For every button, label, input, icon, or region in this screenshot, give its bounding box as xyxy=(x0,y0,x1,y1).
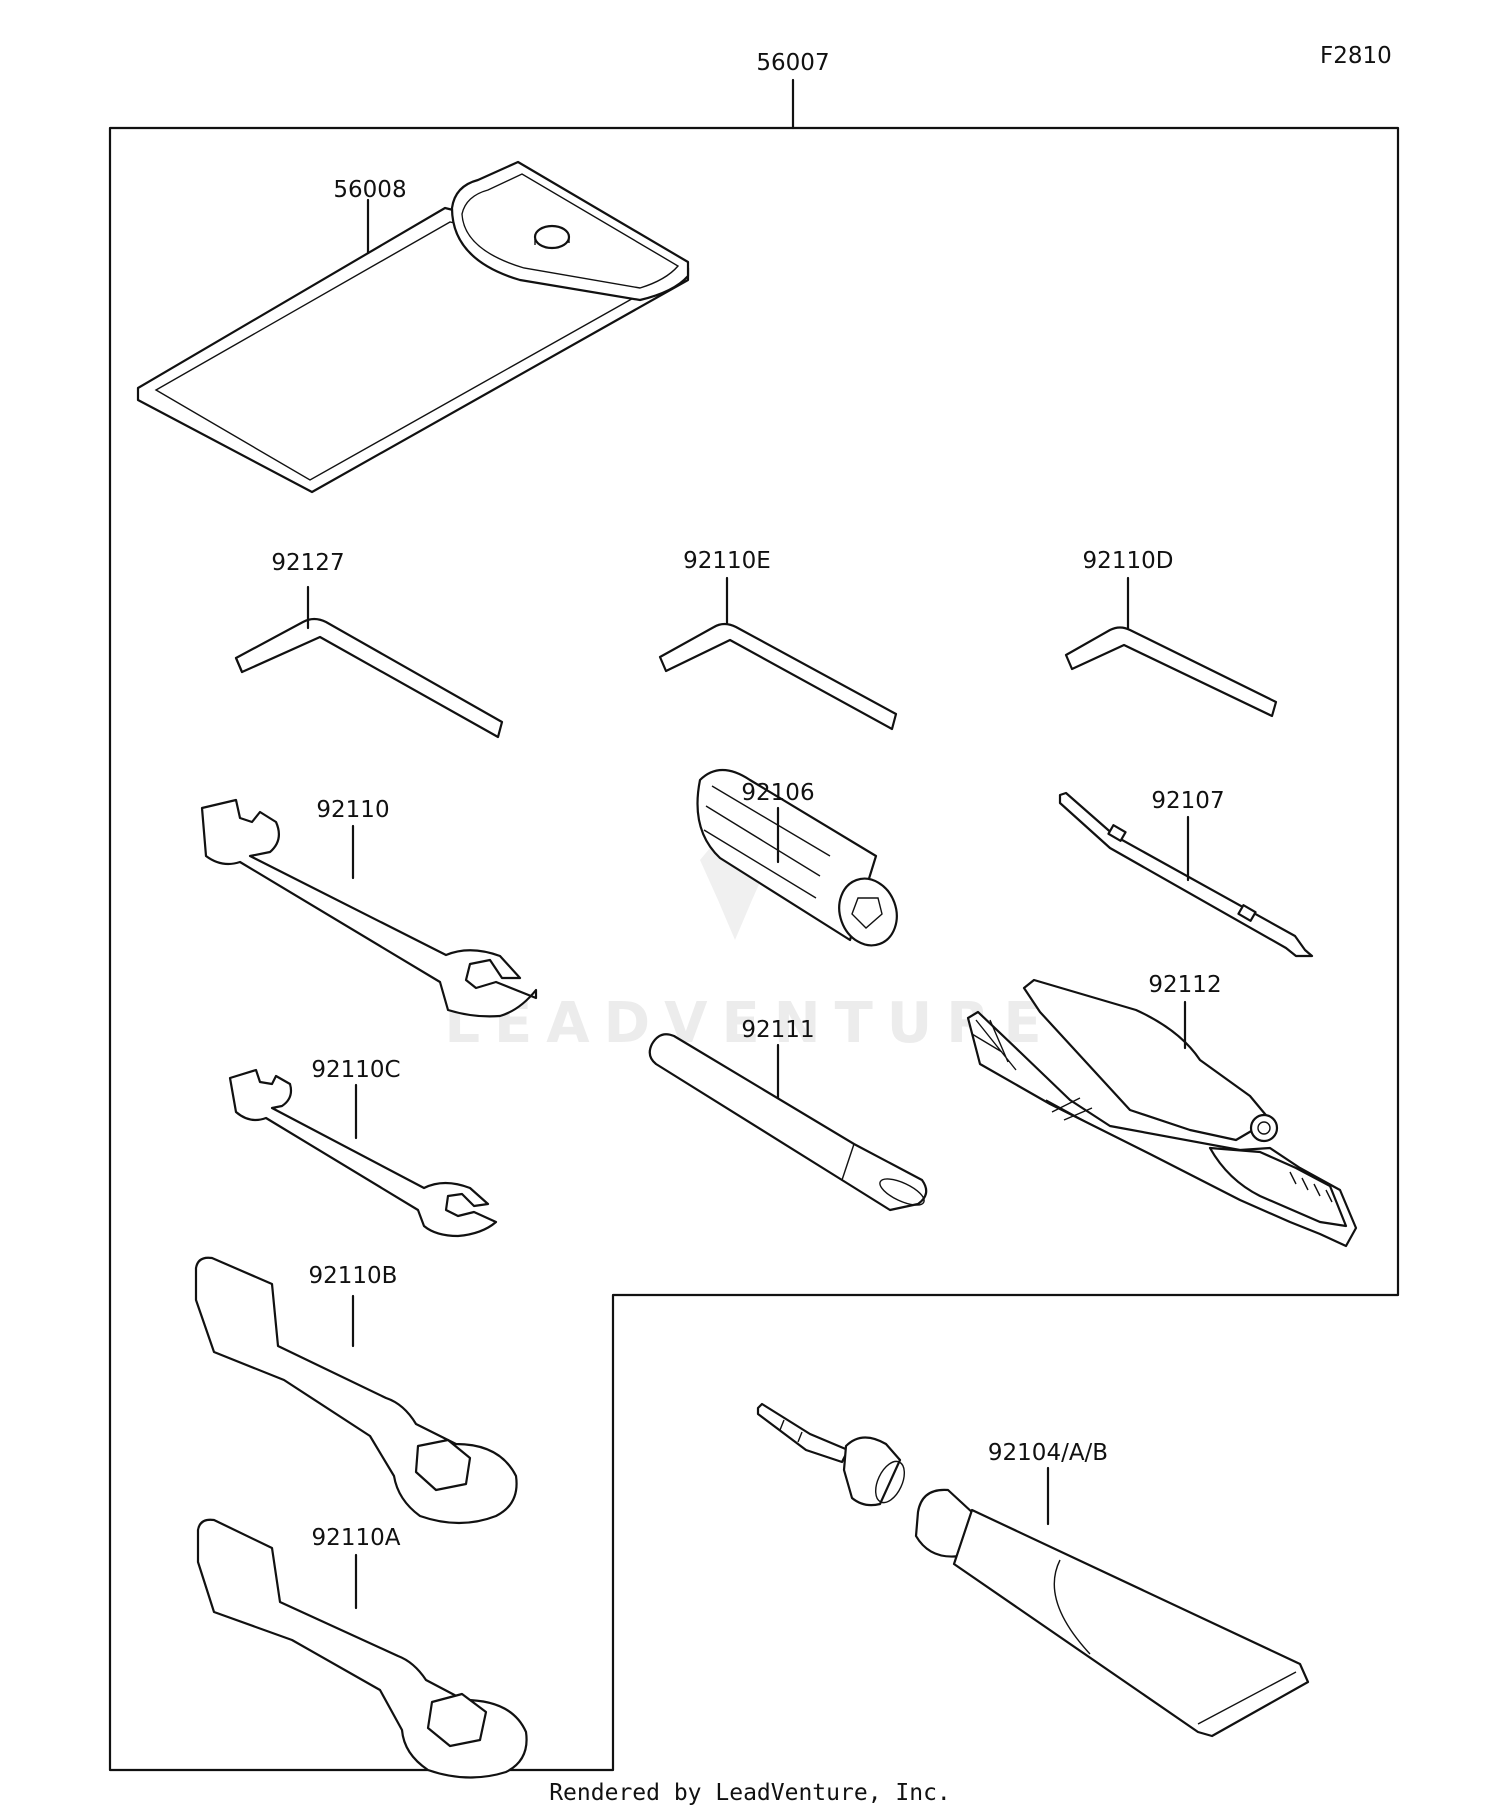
figure-id: F2810 xyxy=(1320,43,1392,69)
assembly-label: 56007 xyxy=(756,50,829,76)
box-wrench-2-label: 92110A xyxy=(312,1525,401,1551)
hex-key-2-label: 92110E xyxy=(683,548,771,574)
open-wrench-small: 92110C xyxy=(228,1057,498,1238)
screwdriver-label: 92107 xyxy=(1151,788,1224,814)
handle-bar: 92111 xyxy=(648,1017,928,1212)
pouch-label: 56008 xyxy=(333,177,406,203)
box-wrench-2: 92110A xyxy=(196,1518,528,1779)
hex-key-3-label: 92110D xyxy=(1083,548,1174,574)
grease-tube: 92104/A/B xyxy=(756,1402,1310,1738)
hex-key-2: 92110E xyxy=(658,548,898,731)
pouch: 56008 xyxy=(136,160,690,494)
open-wrench-large: 92110 xyxy=(200,797,538,1018)
hex-key-1: 92127 xyxy=(234,550,504,739)
screwdriver: 92107 xyxy=(1058,788,1314,958)
hex-key-1-label: 92127 xyxy=(271,550,344,576)
footer-credit: Rendered by LeadVenture, Inc. xyxy=(549,1780,951,1806)
open-wrench-small-label: 92110C xyxy=(311,1057,400,1083)
socket-label: 92106 xyxy=(741,780,814,806)
pliers-label: 92112 xyxy=(1148,972,1221,998)
box-wrench-1: 92110B xyxy=(194,1256,518,1525)
grease-tube-label: 92104/A/B xyxy=(988,1440,1108,1466)
hex-key-3: 92110D xyxy=(1064,548,1278,718)
box-wrench-1-label: 92110B xyxy=(309,1263,398,1289)
assembly-frame xyxy=(108,78,1400,1772)
handle-bar-label: 92111 xyxy=(741,1017,814,1043)
socket: 92106 xyxy=(696,768,898,947)
watermark-text: LEADVENTURE xyxy=(444,991,1055,1056)
pliers: 92112 xyxy=(966,972,1358,1248)
open-wrench-large-label: 92110 xyxy=(316,797,389,823)
